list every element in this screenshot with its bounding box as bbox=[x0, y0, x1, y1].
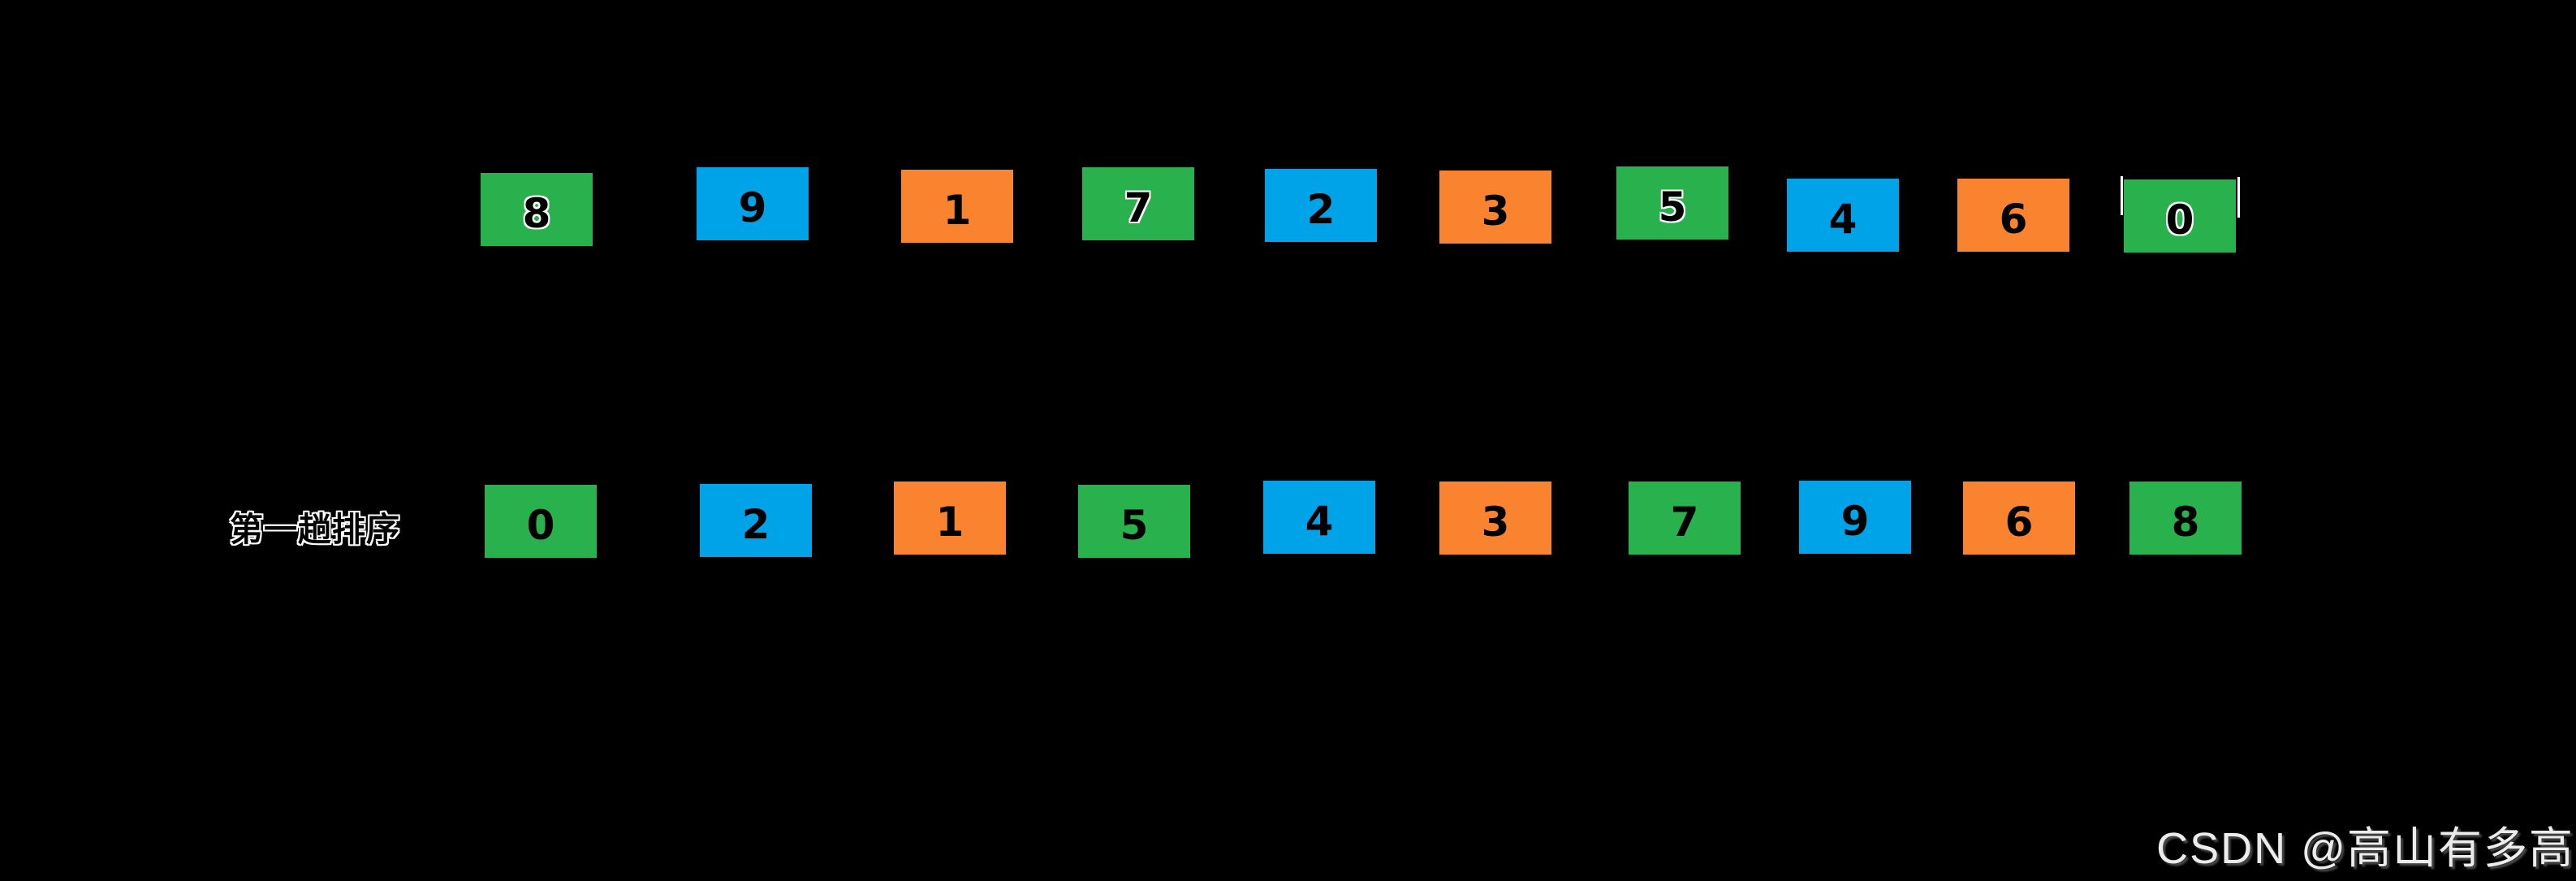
box-value: 4 bbox=[1828, 196, 1858, 243]
array-box: 6 bbox=[1957, 179, 2069, 252]
array-box: 3 bbox=[1439, 171, 1551, 244]
box-value: 3 bbox=[1481, 188, 1510, 235]
array-box: 7 bbox=[1629, 482, 1741, 555]
box-value: 5 bbox=[1120, 502, 1149, 549]
array-box: 3 bbox=[1439, 482, 1551, 555]
box-value: 0 bbox=[2165, 196, 2194, 244]
array-box: 1 bbox=[901, 170, 1013, 243]
box-value: 1 bbox=[935, 499, 964, 546]
array-box: 4 bbox=[1787, 179, 1899, 252]
box-value: 8 bbox=[2171, 499, 2200, 546]
array-box: 2 bbox=[700, 484, 812, 557]
box-value: 7 bbox=[1124, 184, 1153, 231]
array-box: 0 bbox=[485, 485, 597, 558]
array-box: 5 bbox=[1616, 166, 1728, 240]
array-box: 5 bbox=[1078, 485, 1190, 558]
array-box: 6 bbox=[1963, 482, 2075, 555]
csdn-watermark: CSDN @高山有多高 bbox=[2156, 824, 2574, 873]
array-box: 8 bbox=[481, 173, 593, 246]
text-cursor-artifact bbox=[2237, 177, 2240, 218]
box-value: 3 bbox=[1481, 499, 1510, 546]
array-box: 0 bbox=[2124, 179, 2236, 253]
array-box: 7 bbox=[1082, 167, 1194, 240]
box-value: 2 bbox=[1306, 186, 1335, 233]
box-value: 9 bbox=[1840, 498, 1870, 545]
box-value: 5 bbox=[1658, 184, 1687, 231]
box-value: 1 bbox=[943, 187, 972, 234]
box-value: 6 bbox=[2004, 499, 2034, 546]
box-value: 9 bbox=[738, 184, 767, 231]
box-value: 6 bbox=[1999, 196, 2028, 243]
array-box: 4 bbox=[1263, 481, 1375, 554]
box-value: 8 bbox=[522, 190, 551, 237]
array-box: 8 bbox=[2129, 482, 2242, 555]
array-box: 1 bbox=[894, 482, 1006, 555]
box-value: 0 bbox=[526, 502, 555, 549]
box-value: 7 bbox=[1670, 499, 1699, 546]
text-cursor-artifact bbox=[2121, 176, 2123, 215]
array-box: 9 bbox=[697, 167, 809, 240]
first-pass-label: 第一趟排序 bbox=[230, 510, 400, 549]
box-value: 2 bbox=[741, 501, 770, 548]
array-box: 9 bbox=[1799, 481, 1911, 554]
box-value: 4 bbox=[1305, 498, 1334, 545]
array-box: 2 bbox=[1265, 169, 1377, 242]
